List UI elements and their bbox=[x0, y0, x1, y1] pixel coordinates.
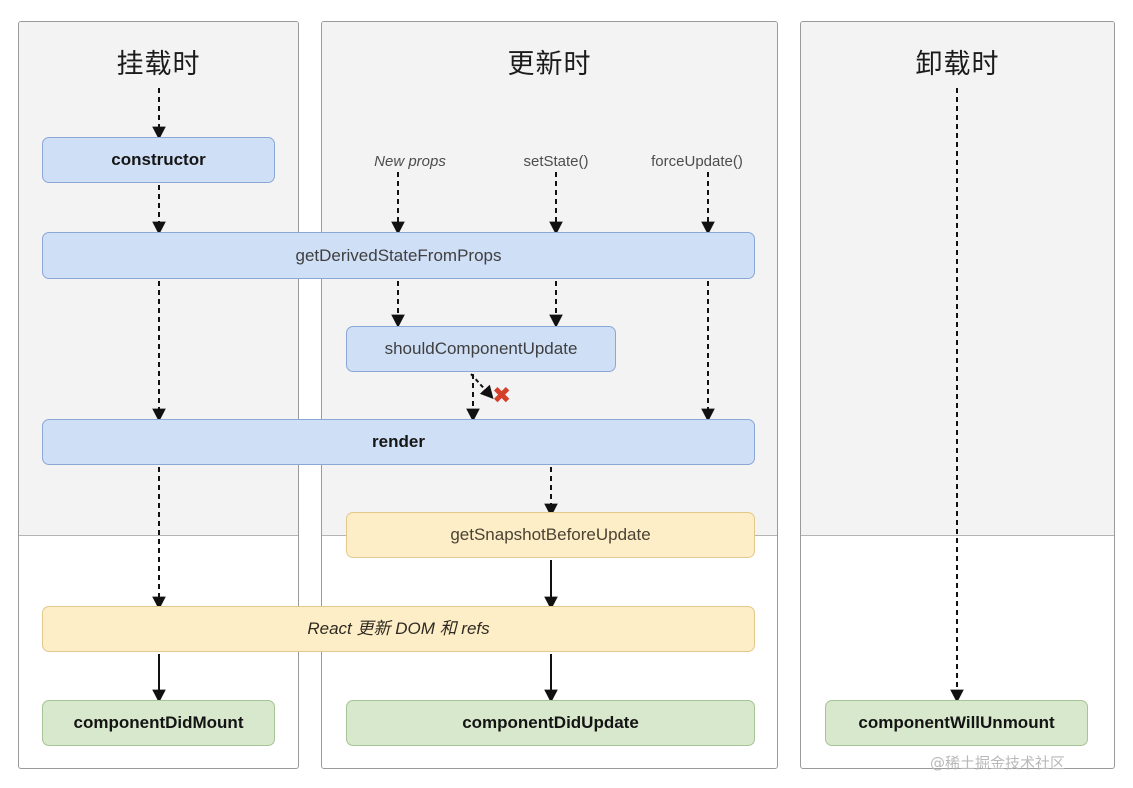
node-component-did-update[interactable]: componentDidUpdate bbox=[346, 700, 755, 746]
trigger-label-force-update: forceUpdate() bbox=[651, 153, 743, 170]
panel-title-mounting: 挂载时 bbox=[116, 49, 201, 80]
node-react-updates-dom-and-refs[interactable]: React 更新 DOM 和 refs bbox=[42, 606, 755, 652]
panel-title-updating: 更新时 bbox=[507, 49, 592, 80]
node-component-will-unmount[interactable]: componentWillUnmount bbox=[825, 700, 1088, 746]
phase-panel-unmounting bbox=[800, 21, 1115, 769]
render-phase-band-unmounting bbox=[801, 22, 1114, 536]
watermark: @稀土掘金技术社区 bbox=[930, 754, 1066, 772]
node-should-component-update[interactable]: shouldComponentUpdate bbox=[346, 326, 616, 372]
panel-title-unmounting: 卸载时 bbox=[915, 49, 1000, 80]
skip-render-cancel-icon: ✖ bbox=[492, 383, 512, 409]
phase-panel-updating bbox=[321, 21, 778, 769]
trigger-label-new-props: New props bbox=[374, 153, 446, 170]
node-get-snapshot-before-update[interactable]: getSnapshotBeforeUpdate bbox=[346, 512, 755, 558]
phase-panel-mounting bbox=[18, 21, 299, 769]
trigger-label-set-state: setState() bbox=[523, 153, 589, 170]
node-constructor[interactable]: constructor bbox=[42, 137, 275, 183]
node-component-did-mount[interactable]: componentDidMount bbox=[42, 700, 275, 746]
node-get-derived-state-from-props[interactable]: getDerivedStateFromProps bbox=[42, 232, 755, 279]
node-render[interactable]: render bbox=[42, 419, 755, 465]
